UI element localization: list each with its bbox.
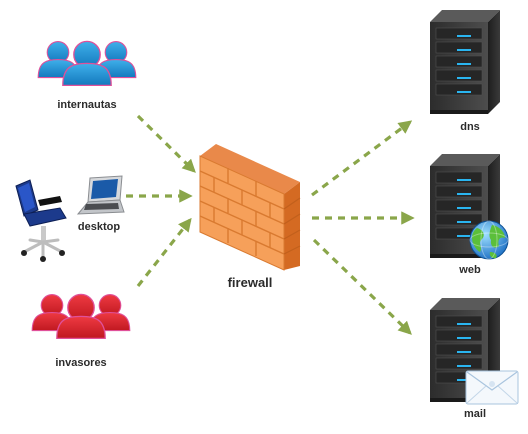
invasores-label: invasores (55, 357, 107, 369)
edge-firewall-dns (311, 120, 413, 197)
desktop-label: desktop (77, 221, 121, 233)
globe-icon (469, 220, 509, 260)
dns-label: dns (460, 121, 480, 133)
office-chair-icon (15, 179, 67, 262)
firewall-label: firewall (227, 275, 273, 290)
internautas-label: internautas (57, 99, 117, 111)
edge-firewall-mail (312, 238, 412, 335)
envelope-icon (465, 370, 519, 405)
laptop-icon (76, 175, 125, 215)
firewall-brick-wall-icon (199, 144, 301, 271)
edge-internautas-firewall (136, 114, 196, 173)
internautas-users-icon (37, 40, 137, 87)
mail-label: mail (463, 408, 487, 420)
dns-server-icon (429, 9, 501, 115)
invasores-users-icon (31, 293, 131, 340)
web-label: web (459, 264, 481, 276)
edge-invasores-firewall (136, 217, 192, 287)
connection-arrows (126, 114, 415, 335)
